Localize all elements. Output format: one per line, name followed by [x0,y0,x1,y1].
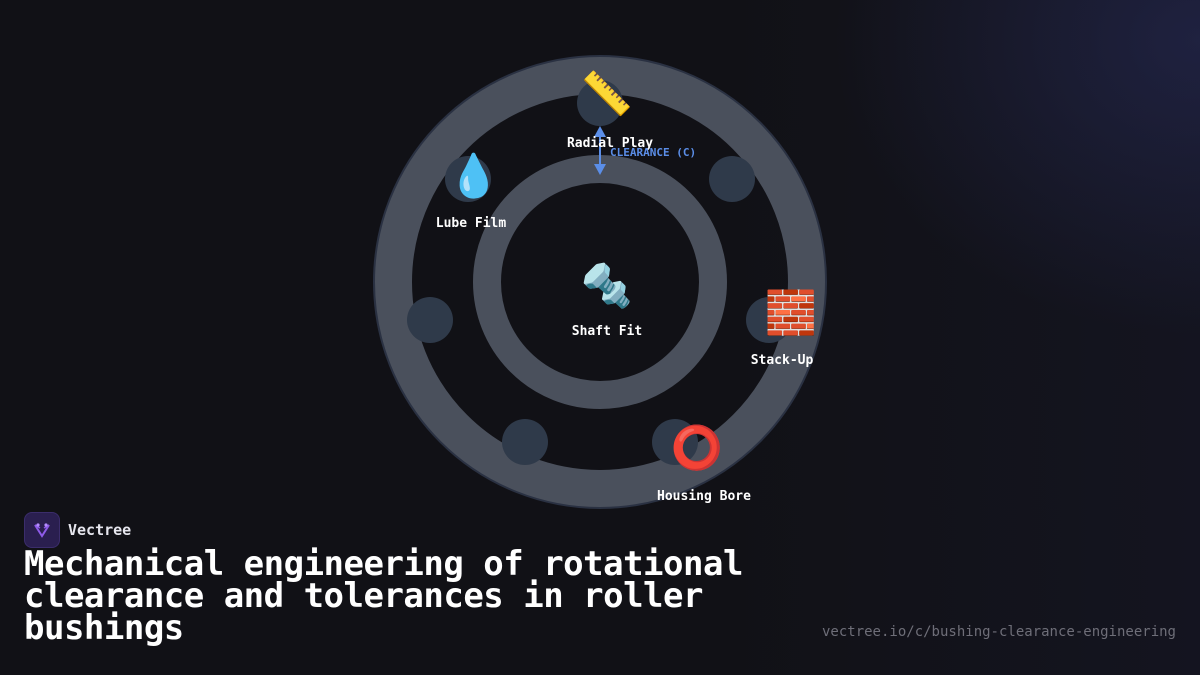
roller [445,156,491,202]
node-label-stack-up: Stack-Up [751,353,814,368]
page-url[interactable]: vectree.io/c/bushing-clearance-engineeri… [821,624,1176,640]
clearance-arrow-head-down [594,164,606,175]
roller [577,80,623,126]
roller [502,419,548,465]
clearance-label: CLEARANCE (C) [610,146,696,159]
roller [709,156,755,202]
outer-ring-edge [373,55,827,509]
node-label-shaft-fit: Shaft Fit [572,324,642,339]
brand-name: Vectree [68,521,132,539]
node-label-housing-bore: Housing Bore [657,489,751,504]
roller [652,419,698,465]
outer-housing-ring [374,56,826,508]
roller [746,297,792,343]
clearance-arrow-head-up [594,126,606,137]
bolt-nut-icon: 🔩 [581,261,633,310]
ring-icon: ⭕ [671,423,723,472]
roller [407,297,453,343]
brand-logo-icon [24,512,60,548]
node-label-lube-film: Lube Film [436,216,507,231]
page-title: Mechanical engineering of rotational cle… [24,544,743,648]
ruler-icon: 📏 [581,69,633,118]
node-label-radial-play: Radial Play [567,136,653,151]
brand[interactable]: Vectree [24,512,131,548]
droplet-icon: 💧 [448,151,500,200]
brick-icon: 🧱 [765,288,817,337]
